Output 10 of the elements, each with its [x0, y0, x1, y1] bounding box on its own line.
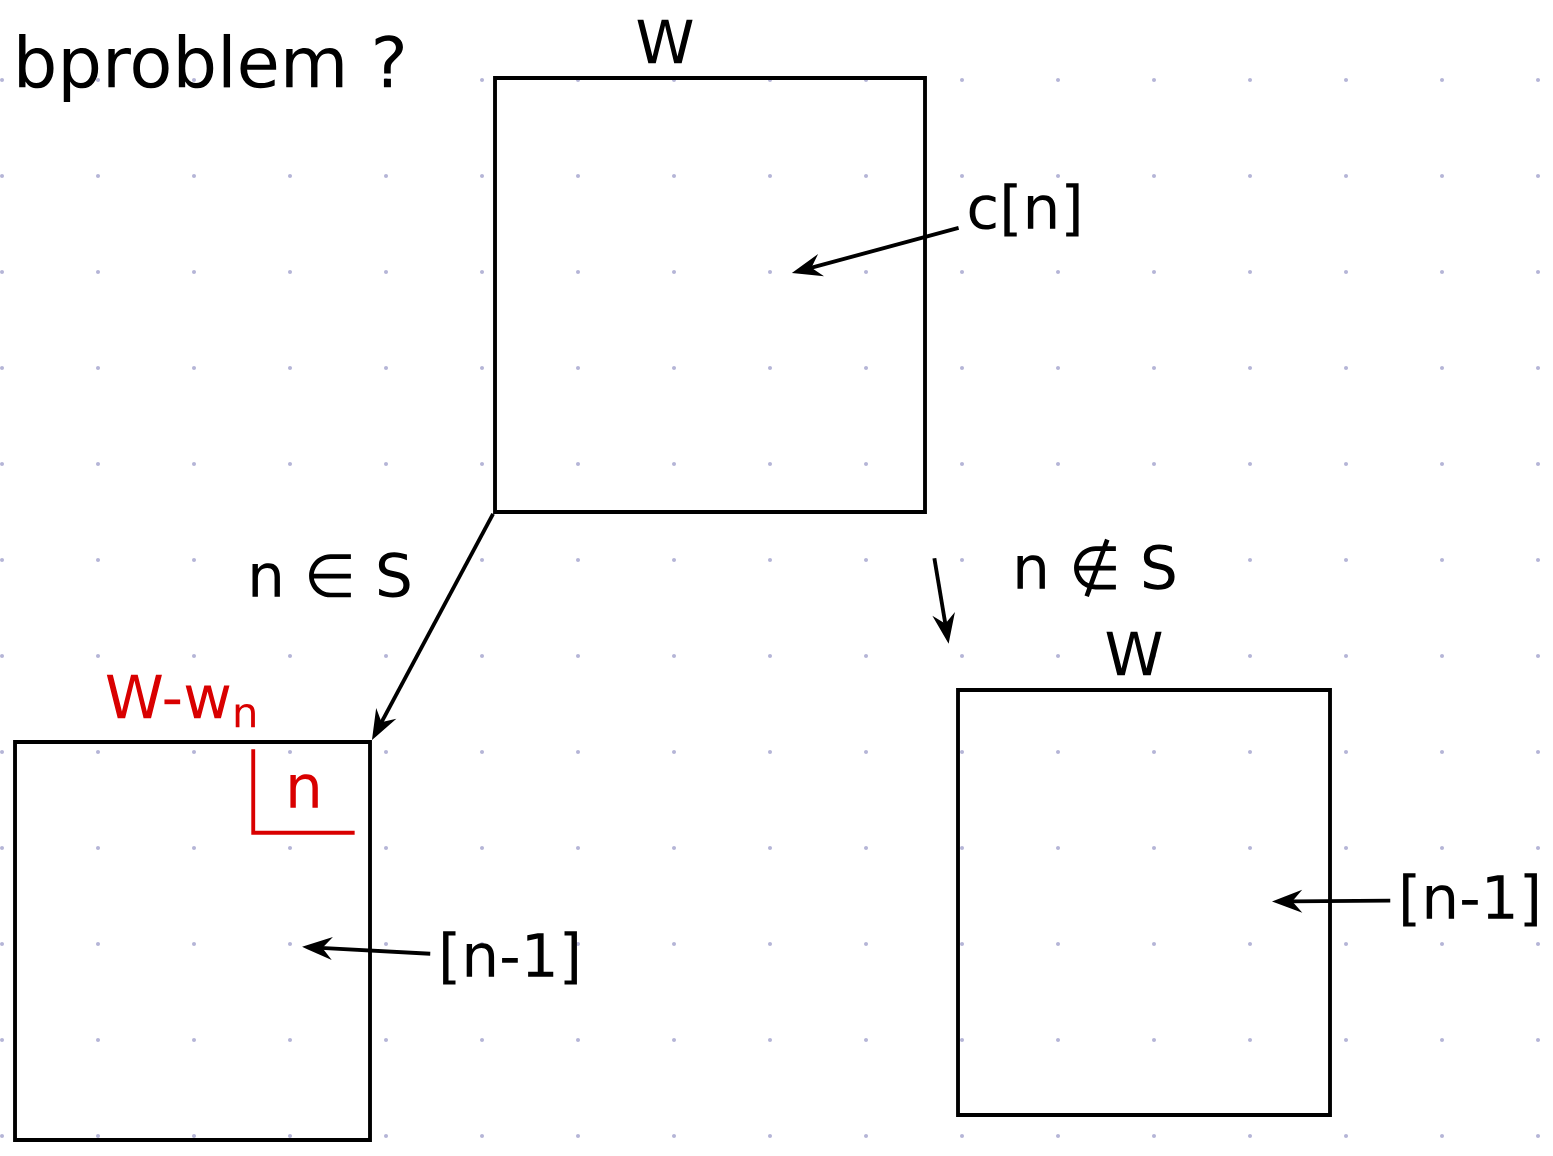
- text-label: [n-1]: [1403, 873, 1537, 927]
- edge-label: n ∈ S: [252, 552, 410, 598]
- edge-label: n ∉ S: [1017, 538, 1175, 598]
- text-label: c[n]: [969, 183, 1079, 237]
- heading: bproblem ?: [19, 34, 403, 102]
- text-label: [n-1]: [443, 931, 577, 985]
- box-label: W-w$_{n}$: [106, 674, 255, 728]
- box-label: W: [1106, 631, 1162, 676]
- box-label: W: [637, 19, 693, 64]
- bracket-label: n: [251, 749, 355, 835]
